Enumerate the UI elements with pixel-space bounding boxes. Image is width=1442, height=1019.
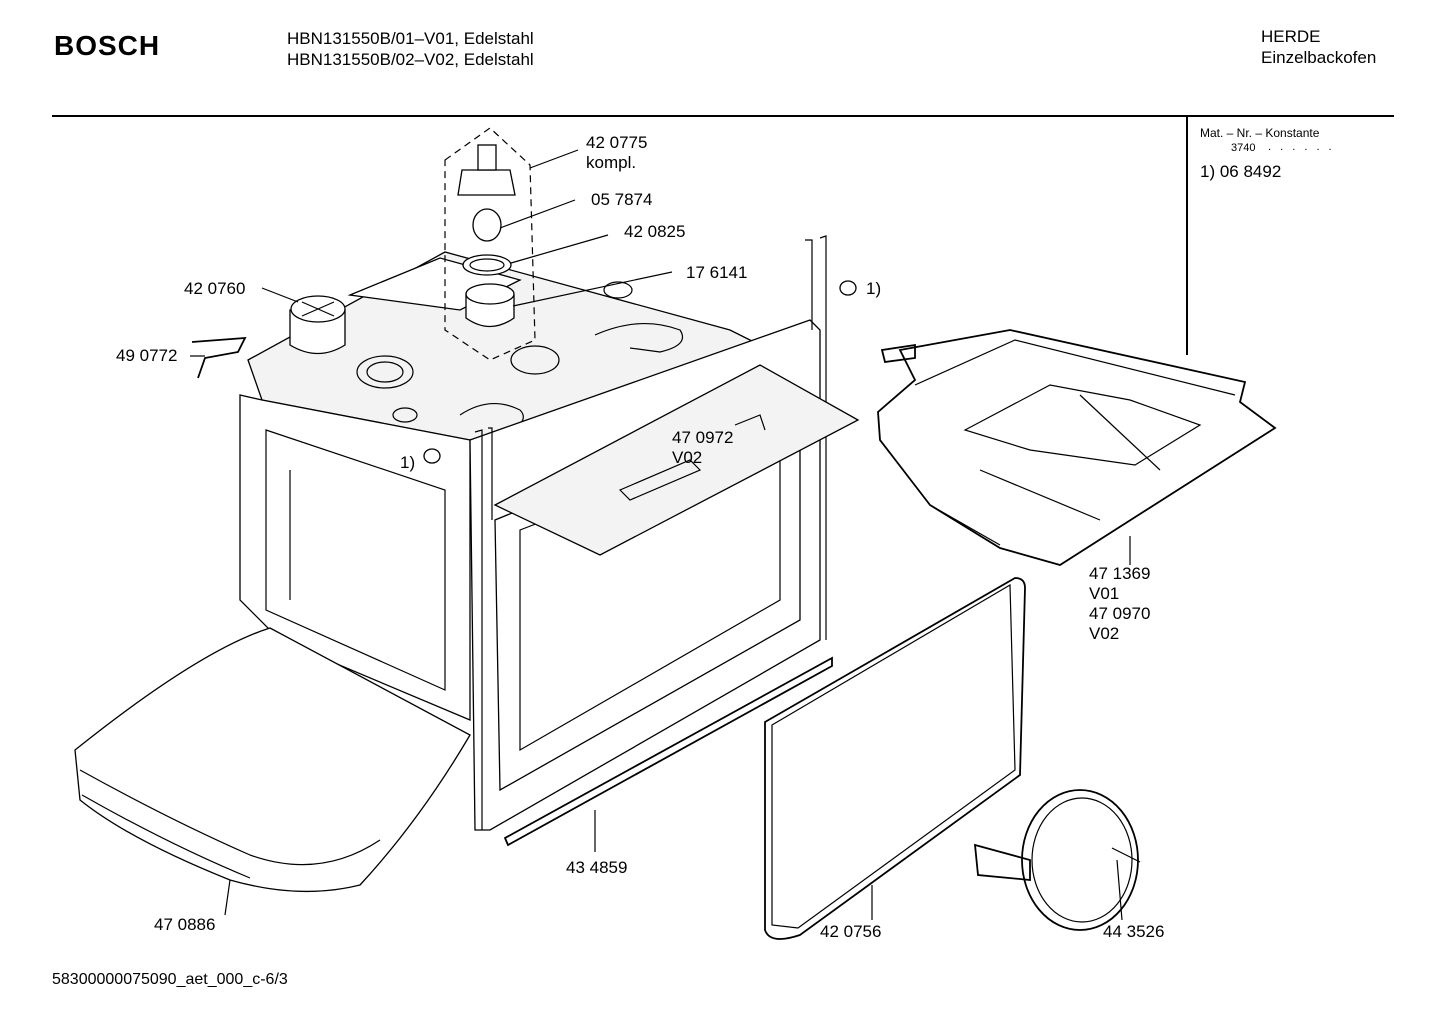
document-id: 58300000075090_aet_000_c-6/3 bbox=[52, 971, 288, 988]
material-number-label: Mat. – Nr. – Konstante bbox=[1200, 126, 1320, 140]
part-label-490772: 49 0772 bbox=[116, 346, 178, 365]
part-label-420756: 42 0756 bbox=[820, 922, 882, 941]
model-line-1: HBN131550B/01–V01, Edelstahl bbox=[287, 29, 534, 48]
part-label-420775: 42 0775 bbox=[586, 133, 648, 152]
part-label-470972-suffix: V02 bbox=[672, 448, 703, 467]
oven-left-side bbox=[239, 394, 471, 721]
material-constant: 3740 bbox=[1231, 142, 1256, 154]
note-mark-screw-right: 1) bbox=[866, 279, 882, 298]
lamp-holder bbox=[457, 169, 516, 196]
part-label-470970: 47 0970 bbox=[1089, 604, 1151, 623]
part-label-057874: 05 7874 bbox=[591, 190, 653, 209]
material-note: 1) 06 8492 bbox=[1200, 162, 1282, 181]
brand-logo: BOSCH bbox=[54, 30, 161, 61]
material-box-divider bbox=[1186, 117, 1188, 355]
model-line-2: HBN131550B/02–V02, Edelstahl bbox=[287, 50, 534, 69]
baffle-plate bbox=[493, 364, 860, 556]
material-dots: . . . . . . bbox=[1268, 141, 1335, 153]
note-mark-screw-left: 1) bbox=[400, 453, 416, 472]
part-label-470970-suffix: V02 bbox=[1089, 624, 1120, 643]
part-label-420825: 42 0825 bbox=[624, 222, 686, 241]
part-label-434859: 43 4859 bbox=[566, 858, 628, 877]
part-label-420760: 42 0760 bbox=[184, 279, 246, 298]
part-label-443526: 44 3526 bbox=[1103, 922, 1165, 941]
screw-right bbox=[839, 280, 857, 296]
part-label-471369-suffix: V01 bbox=[1089, 584, 1120, 603]
lamp-assembly-outline bbox=[444, 127, 536, 361]
screw-left bbox=[423, 448, 441, 464]
part-label-176141: 17 6141 bbox=[686, 263, 748, 282]
category-subtitle: Einzelbackofen bbox=[1261, 48, 1377, 67]
lamp-seal-ring bbox=[462, 254, 512, 276]
bottom-rail bbox=[503, 656, 833, 847]
lamp-bulb bbox=[472, 208, 502, 242]
category-title: HERDE bbox=[1261, 27, 1321, 46]
door-seal bbox=[764, 577, 1026, 940]
part-label-420775-suffix: kompl. bbox=[586, 153, 637, 172]
circular-heating-element bbox=[1021, 789, 1139, 931]
top-heating-element bbox=[877, 329, 1277, 566]
header-rule bbox=[52, 115, 1394, 117]
insulation-mat bbox=[74, 627, 471, 893]
part-label-471369: 47 1369 bbox=[1089, 564, 1151, 583]
part-label-470972: 47 0972 bbox=[672, 428, 734, 447]
bracket-clip bbox=[191, 336, 247, 379]
part-label-470886: 47 0886 bbox=[154, 915, 216, 934]
